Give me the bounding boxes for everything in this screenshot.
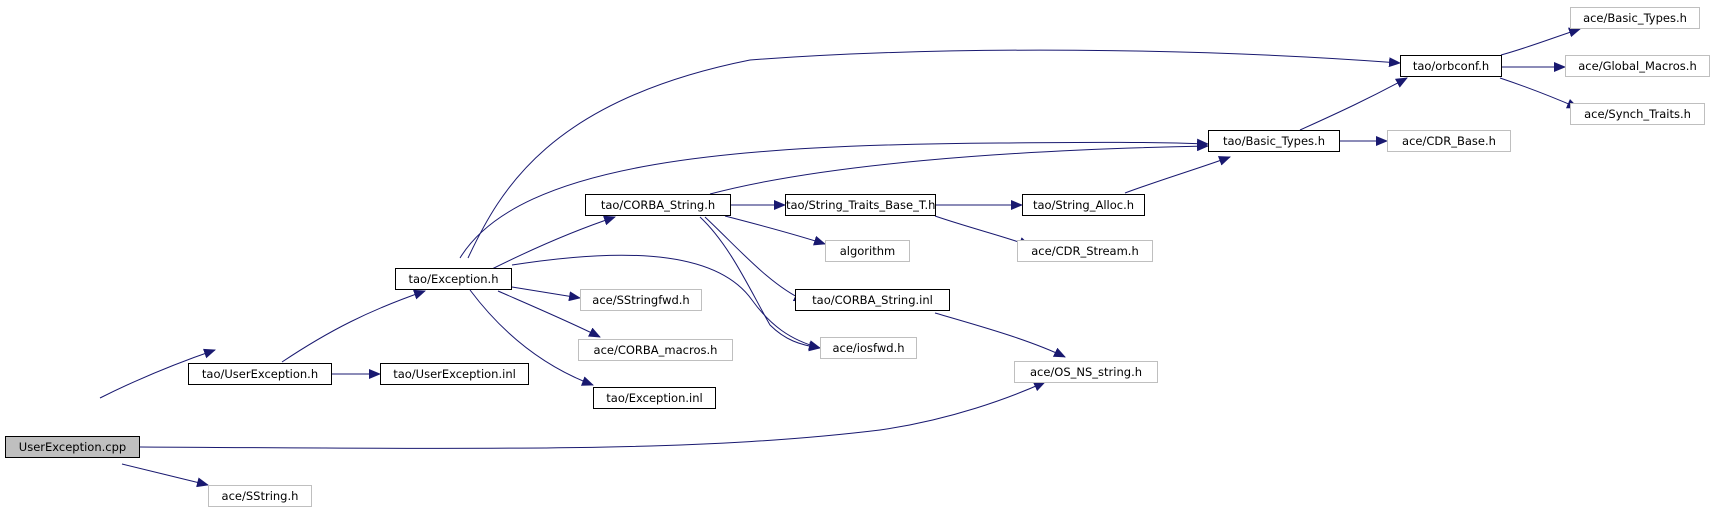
node-ace-cdr-base-h: ace/CDR_Base.h — [1387, 130, 1511, 152]
edge-usercpp-to-userexception-h — [99, 348, 216, 399]
edge-exception-h-to-corba-string-h — [489, 215, 616, 271]
edge-usercpp-to-os-ns-string — [139, 381, 1046, 449]
node-algorithm: algorithm — [825, 240, 910, 262]
node-user-exception-cpp: UserException.cpp — [5, 436, 140, 458]
node-tao-string-alloc-h[interactable]: tao/String_Alloc.h — [1022, 194, 1145, 216]
edge-exception-h-to-orbconf — [467, 49, 1401, 259]
edge-corba-string-inl-to-os-ns-string — [934, 312, 1066, 358]
node-tao-exception-inl[interactable]: tao/Exception.inl — [593, 387, 716, 409]
edge-corba-string-h-to-algorithm — [724, 215, 826, 246]
node-tao-corba-string-h[interactable]: tao/CORBA_String.h — [585, 194, 731, 216]
node-ace-synch-traits-h: ace/Synch_Traits.h — [1570, 103, 1705, 125]
node-tao-user-exception-inl[interactable]: tao/UserException.inl — [380, 363, 529, 385]
edge-corba-string-h-to-basic-types — [709, 141, 1209, 195]
edge-orbconf-to-ace-basic-types — [1500, 27, 1581, 56]
edge-corba-string-h-to-iosfwd — [699, 216, 821, 352]
edge-orbconf-to-synch-traits — [1499, 77, 1579, 109]
node-ace-iosfwd-h: ace/iosfwd.h — [820, 337, 917, 359]
node-ace-corba-macros-h: ace/CORBA_macros.h — [578, 339, 733, 361]
node-tao-exception-h[interactable]: tao/Exception.h — [395, 268, 512, 290]
node-tao-user-exception-h[interactable]: tao/UserException.h — [188, 363, 332, 385]
node-ace-cdr-stream-h: ace/CDR_Stream.h — [1017, 240, 1153, 262]
node-tao-orbconf-h[interactable]: tao/orbconf.h — [1400, 55, 1502, 77]
edge-basic-types-to-orbconf — [1299, 77, 1408, 131]
edge-exception-h-to-corba-macros — [497, 290, 601, 338]
edge-exception-h-to-basic-types — [459, 138, 1209, 259]
edge-exception-h-to-iosfwd — [511, 254, 821, 350]
node-ace-os-ns-string-h: ace/OS_NS_string.h — [1014, 361, 1158, 383]
edge-exception-h-to-sstringfwd — [511, 286, 581, 302]
edge-usercpp-to-sstring — [121, 463, 209, 488]
node-ace-sstringfwd-h: ace/SStringfwd.h — [580, 289, 702, 311]
node-tao-corba-string-inl[interactable]: tao/CORBA_String.inl — [795, 289, 950, 311]
node-ace-sstring-h: ace/SString.h — [208, 485, 312, 507]
edge-exception-h-to-exception-inl — [469, 289, 594, 386]
node-tao-basic-types-h[interactable]: tao/Basic_Types.h — [1208, 130, 1340, 152]
edge-traits-to-cdr-stream — [934, 215, 1031, 247]
edge-corba-string-h-to-corba-string-inl — [704, 216, 806, 302]
edge-userexception-h-to-exception-h — [281, 289, 426, 363]
edge-string-alloc-to-basic-types — [1124, 156, 1231, 194]
node-ace-basic-types-h: ace/Basic_Types.h — [1570, 7, 1700, 29]
node-ace-global-macros-h: ace/Global_Macros.h — [1565, 55, 1710, 77]
node-tao-string-traits-base-t-h[interactable]: tao/String_Traits_Base_T.h — [785, 194, 936, 216]
